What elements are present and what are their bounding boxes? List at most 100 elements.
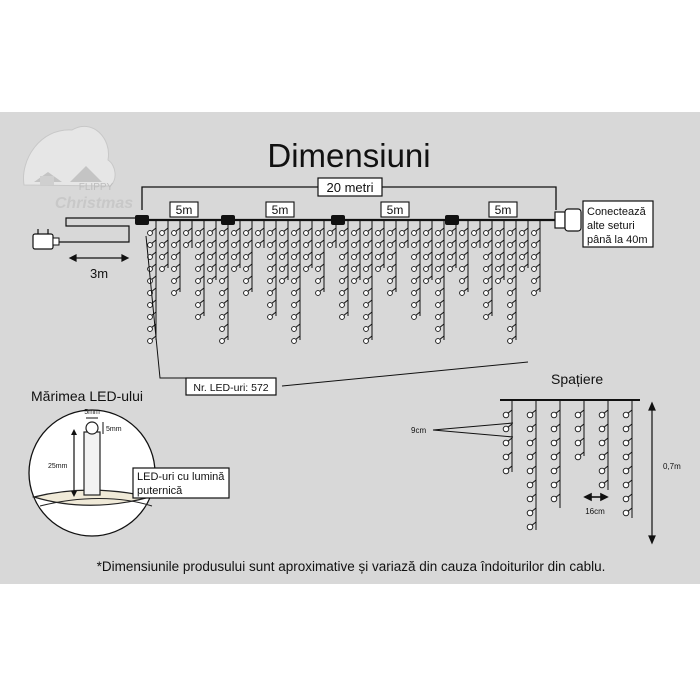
led-light: [574, 439, 582, 447]
led-light: [291, 278, 297, 284]
led-light: [435, 230, 441, 236]
led-light: [171, 242, 177, 248]
drop-length-label: 0,7m: [663, 462, 681, 471]
cable-joint: [331, 215, 345, 225]
led-light: [267, 266, 273, 272]
led-light: [219, 314, 225, 320]
led-light: [483, 266, 489, 272]
led-light: [363, 230, 369, 236]
led-light: [231, 242, 237, 248]
led-light: [147, 326, 153, 332]
cable-joint: [135, 215, 149, 225]
led-light: [207, 254, 213, 260]
total-length-label: 20 metri: [327, 180, 374, 195]
led-light: [411, 254, 417, 260]
led-light: [291, 314, 297, 320]
led-light: [219, 338, 225, 344]
led-light: [598, 453, 606, 461]
led-light: [267, 242, 273, 248]
led-light: [507, 314, 513, 320]
led-light: [435, 278, 441, 284]
led-light: [351, 278, 357, 284]
led-light: [483, 242, 489, 248]
led-light: [507, 338, 513, 344]
led-light: [574, 453, 582, 461]
led-light: [339, 314, 345, 320]
led-count-leader: [145, 235, 186, 379]
segment-box: [265, 201, 295, 218]
led-light: [411, 314, 417, 320]
led-light: [219, 266, 225, 272]
led-light: [375, 242, 381, 248]
led-light: [375, 230, 381, 236]
led-count-label: Nr. LED-uri: 572: [193, 382, 268, 394]
led-light: [411, 266, 417, 272]
led-light: [598, 467, 606, 475]
spacing-title: Spațiere: [551, 371, 603, 387]
led-light: [526, 509, 534, 517]
led-size-detail: [28, 409, 156, 537]
led-light: [255, 242, 261, 248]
led-light: [219, 326, 225, 332]
led-light: [159, 242, 165, 248]
segment-box: [488, 201, 518, 218]
led-light: [550, 481, 558, 489]
cable-length-label: 3m: [90, 266, 108, 281]
connect-note-box: [582, 200, 654, 248]
led-light: [411, 290, 417, 296]
led-light: [622, 453, 630, 461]
led-light: [327, 242, 333, 248]
brand-line2: Christmas: [55, 195, 133, 212]
drop-length-arrow: [648, 401, 656, 545]
led-light: [531, 290, 537, 296]
led-note-line2: puternică: [137, 485, 183, 497]
led-light: [267, 290, 273, 296]
led-light: [459, 266, 465, 272]
led-light: [267, 278, 273, 284]
led-light: [526, 481, 534, 489]
led-light: [483, 302, 489, 308]
led-light: [231, 254, 237, 260]
led-light: [622, 439, 630, 447]
led-light: [243, 254, 249, 260]
led-light: [207, 278, 213, 284]
connect-note-line3: până la 40m: [587, 234, 648, 246]
led-light: [159, 254, 165, 260]
led-light: [459, 254, 465, 260]
led-light: [598, 439, 606, 447]
led-light: [339, 230, 345, 236]
led-light: [243, 266, 249, 272]
led-light: [483, 254, 489, 260]
led-light: [507, 302, 513, 308]
light-strands: [147, 220, 541, 344]
led-light: [363, 278, 369, 284]
led-light: [363, 290, 369, 296]
led-light: [171, 278, 177, 284]
led-light: [291, 242, 297, 248]
led-light: [363, 302, 369, 308]
power-adapter-icon: [32, 229, 60, 250]
led-light: [423, 266, 429, 272]
led-light: [495, 230, 501, 236]
led-light: [339, 266, 345, 272]
led-light: [303, 242, 309, 248]
led-light: [219, 290, 225, 296]
led-light: [147, 314, 153, 320]
led-light: [207, 242, 213, 248]
led-light: [507, 254, 513, 260]
led-light: [363, 338, 369, 344]
led-light: [435, 302, 441, 308]
led-light: [423, 278, 429, 284]
led-light: [267, 230, 273, 236]
led-light: [459, 242, 465, 248]
led-light: [483, 230, 489, 236]
led-light: [267, 302, 273, 308]
led-note-line1: LED-uri cu lumină: [137, 471, 225, 483]
led-light: [447, 242, 453, 248]
total-length-box: [317, 177, 383, 197]
led-note-box: [132, 467, 230, 499]
led-light: [387, 290, 393, 296]
led-light: [526, 439, 534, 447]
led-light: [423, 242, 429, 248]
